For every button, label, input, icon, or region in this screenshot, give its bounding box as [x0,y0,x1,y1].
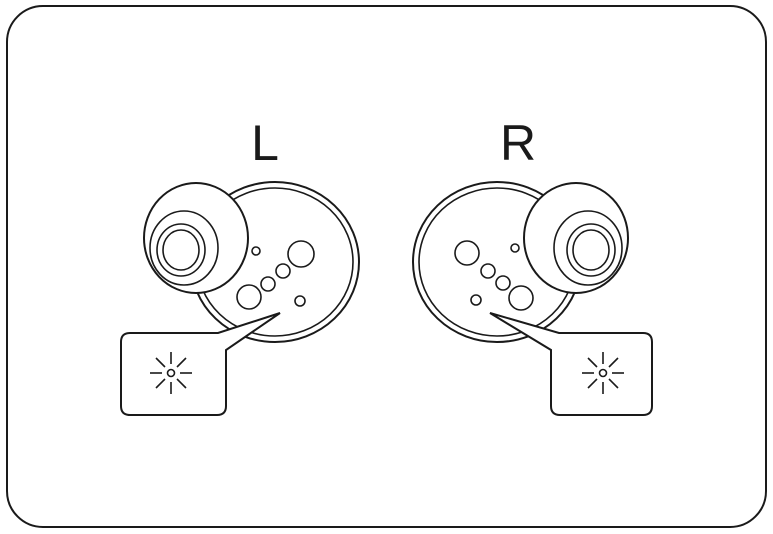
right-label: R [500,115,536,171]
right-ear-tip [523,182,629,294]
diagram-frame [6,5,767,528]
right-led [470,294,482,306]
right-earbud: R [412,115,653,416]
left-earbud: L [120,115,360,416]
left-ear-tip [143,182,249,294]
left-indicator-callout [120,312,281,416]
left-label: L [251,115,279,171]
light-blinking-icon [150,352,192,394]
left-led [294,295,306,307]
light-blinking-icon [582,352,624,394]
left-sensor-dots [236,240,315,310]
right-indicator-callout [489,312,653,416]
right-sensor-dots [454,240,534,311]
